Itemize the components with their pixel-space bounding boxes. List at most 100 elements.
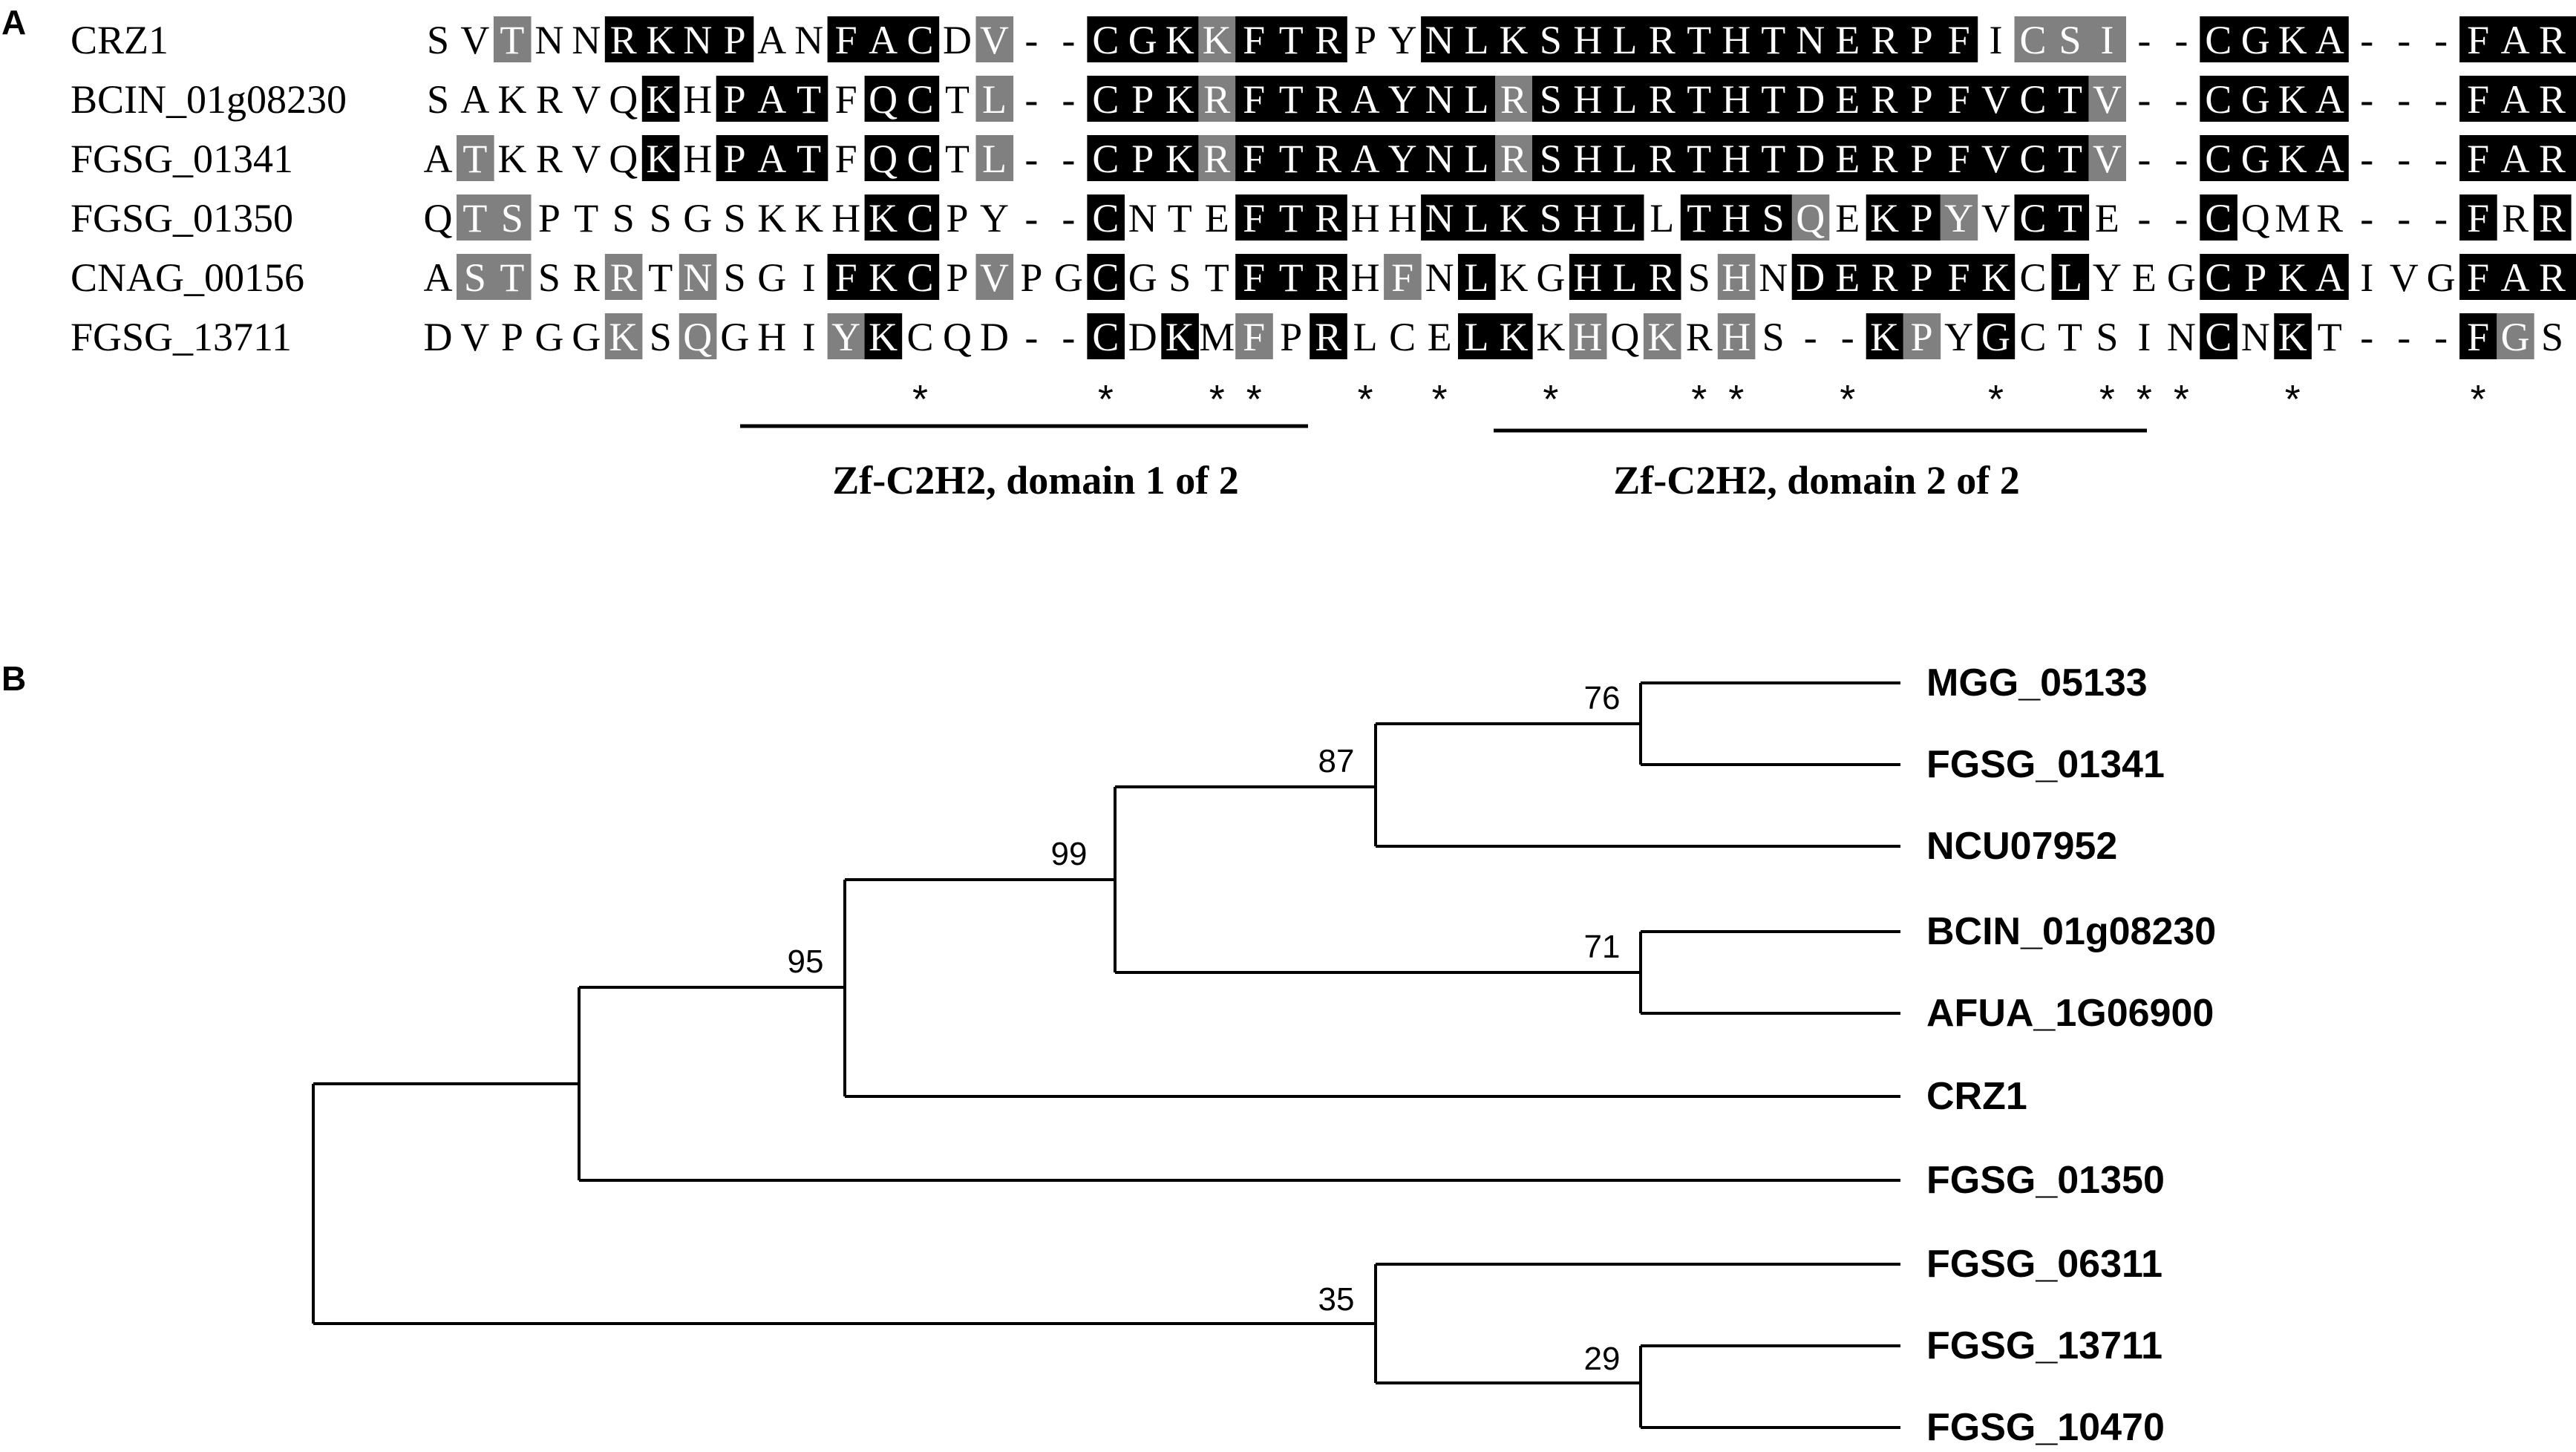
residue-shade <box>1940 16 1978 62</box>
residue: C <box>906 315 933 359</box>
residue-shade <box>2014 135 2053 181</box>
residue: H <box>1573 196 1602 241</box>
residue: T <box>797 137 821 181</box>
residue: R <box>1315 137 1341 181</box>
residue-shade <box>975 16 1014 62</box>
residue-shade <box>1828 16 1867 62</box>
residue: I <box>802 255 816 300</box>
residue-shade <box>2459 194 2497 241</box>
residue: I <box>2137 315 2151 359</box>
residue: V <box>1981 196 2010 241</box>
residue-shade <box>1791 135 1830 181</box>
residue: F <box>2467 315 2489 359</box>
residue: T <box>500 255 524 300</box>
residue: R <box>2539 255 2566 300</box>
residue-shade <box>1310 135 1347 181</box>
residue: L <box>1465 18 1489 62</box>
residue: K <box>1500 255 1529 300</box>
residue: K <box>2278 77 2307 122</box>
residue-shade <box>1161 135 1199 181</box>
residue: C <box>1092 77 1119 122</box>
residue-shade <box>2459 135 2497 181</box>
residue: E <box>1835 77 1860 122</box>
residue: G <box>2241 77 2270 122</box>
residue-shade <box>1717 76 1756 122</box>
residue-shade <box>1643 135 1681 181</box>
residue: Q <box>1610 315 1639 359</box>
tree-leaf-label: FGSG_13711 <box>1926 1324 2163 1367</box>
residue: T <box>2058 315 2082 359</box>
residue: D <box>1128 315 1157 359</box>
residue: V <box>2093 77 2122 122</box>
residue: - <box>2360 18 2373 62</box>
panel-b-label: B <box>1 659 26 698</box>
residue-shade <box>1977 313 2016 359</box>
residue: C <box>906 255 933 300</box>
residue: C <box>906 137 933 181</box>
residue-shade <box>1791 16 1830 62</box>
residue-shade <box>864 254 903 300</box>
residue-shade <box>1310 313 1347 359</box>
residue: R <box>1649 137 1676 181</box>
residue: F <box>835 255 857 300</box>
residue: S <box>501 196 523 241</box>
residue: H <box>1573 255 1602 300</box>
residue-shade <box>1087 194 1125 241</box>
residue-shade <box>2014 16 2053 62</box>
residue: A <box>757 18 786 62</box>
residue: K <box>1500 18 1529 62</box>
residue: R <box>1203 137 1230 181</box>
residue: P <box>2244 255 2266 300</box>
residue: - <box>1024 315 1038 359</box>
residue: C <box>2205 137 2232 181</box>
residue-shade <box>1680 194 1719 241</box>
residue-shade <box>1310 76 1347 122</box>
residue-shade <box>1124 76 1162 122</box>
residue-shade <box>1532 16 1570 62</box>
residue: H <box>1722 196 1750 241</box>
residue: N <box>1759 255 1788 300</box>
residue: A <box>2501 18 2530 62</box>
residue: K <box>794 196 823 241</box>
residue: Q <box>2241 196 2270 241</box>
residue: V <box>980 255 1009 300</box>
residue-shade <box>864 76 903 122</box>
domain-2-label: Zf-C2H2, domain 2 of 2 <box>1613 458 2020 503</box>
residue: F <box>2467 18 2489 62</box>
sequence-name: FGSG_13711 <box>71 315 292 359</box>
residue: N <box>2167 315 2196 359</box>
residue: K <box>1870 315 1899 359</box>
residue: K <box>869 315 898 359</box>
residue: S <box>1168 255 1191 300</box>
residue: T <box>2058 196 2082 241</box>
residue: N <box>794 18 823 62</box>
residue-shade <box>790 76 828 122</box>
residue: - <box>1024 196 1038 241</box>
residue: R <box>1315 315 1341 359</box>
residue: R <box>610 18 637 62</box>
residue: R <box>536 77 563 122</box>
residue: N <box>1425 255 1454 300</box>
residue-shade <box>2274 76 2312 122</box>
residue-shade <box>1828 254 1867 300</box>
residue-shade <box>457 135 494 181</box>
residue: - <box>2397 315 2410 359</box>
residue: H <box>1573 315 1602 359</box>
sequence-name: FGSG_01350 <box>71 196 293 241</box>
residue: G <box>2427 255 2456 300</box>
residue: E <box>2095 196 2119 241</box>
residue: H <box>1388 196 1417 241</box>
residue: T <box>500 18 524 62</box>
residue: T <box>1279 77 1304 122</box>
residue-shade <box>2311 76 2349 122</box>
residue-shade <box>493 16 532 62</box>
residue-shade <box>1977 135 2016 181</box>
residue: C <box>2019 255 2046 300</box>
residue-shade <box>1310 16 1347 62</box>
residue-shade <box>975 254 1014 300</box>
residue: H <box>1573 18 1602 62</box>
residue-shade <box>2534 76 2572 122</box>
residue-shade <box>604 254 643 300</box>
residue-shade <box>1828 135 1867 181</box>
residue: Y <box>1388 77 1417 122</box>
